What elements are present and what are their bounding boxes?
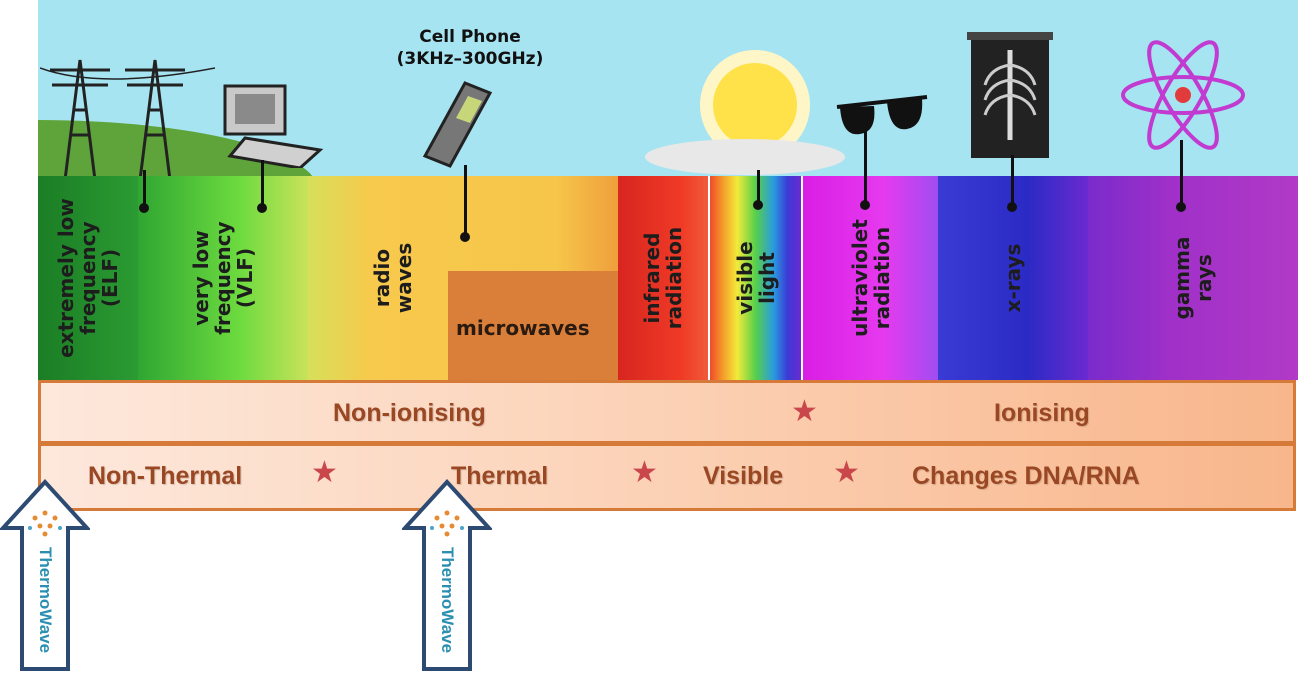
power-tower-icon <box>40 59 215 180</box>
connector-glasses <box>864 130 867 205</box>
star-icon: ★ <box>631 455 658 490</box>
sun-icon <box>645 50 845 175</box>
arrow-shape-icon <box>400 479 494 671</box>
band-label: gamma rays <box>1170 236 1216 320</box>
arrow-shape-icon <box>0 479 92 671</box>
sunglasses-icon <box>836 95 928 135</box>
star-icon: ★ <box>833 455 860 490</box>
band-label: radio waves <box>370 242 416 314</box>
connector-atom <box>1180 140 1183 207</box>
computer-icon <box>223 84 324 168</box>
thermowave-brand: ThermoWave <box>438 546 457 654</box>
band-label: visible light <box>732 241 779 315</box>
connector-computer <box>261 160 264 208</box>
thermowave-arrow-nonthermal: ThermoWave <box>0 478 92 671</box>
band-label: extremely low frequency (ELF) <box>54 198 122 358</box>
connector-dot <box>1176 202 1186 212</box>
connector-phone <box>464 165 467 237</box>
band-label: x-rays <box>1001 243 1025 313</box>
effect-row: Non-Thermal ★ Thermal ★ Visible ★ Change… <box>38 443 1296 511</box>
band-gamma: gamma rays <box>1088 176 1298 380</box>
connector-dot <box>1007 202 1017 212</box>
band-microwaves <box>448 271 618 380</box>
band-label: ultraviolet radiation <box>847 219 894 337</box>
connector-dot <box>753 200 763 210</box>
connector-dot <box>860 200 870 210</box>
connector-sun <box>757 170 760 205</box>
star-icon: ★ <box>311 455 338 490</box>
cell-phone-title: Cell Phone (3KHz–300GHz) <box>396 27 544 69</box>
connector-xray <box>1011 155 1014 207</box>
band-vlf: very low frequency (VLF) <box>138 176 308 380</box>
band-label: infrared radiation <box>640 226 686 330</box>
cell-phone-icon <box>422 81 493 168</box>
band-label: very low frequency (VLF) <box>189 221 257 335</box>
band-label-microwaves: microwaves <box>456 316 590 340</box>
visible-label: Visible <box>703 462 784 490</box>
thermowave-arrow-thermal: ThermoWave <box>400 478 494 671</box>
connector-dot <box>139 203 149 213</box>
connector-tower <box>143 170 146 208</box>
star-icon: ★ <box>791 394 818 429</box>
spectrum: extremely low frequency (ELF) very low f… <box>38 176 1298 380</box>
band-visible: visible light <box>708 176 803 380</box>
connector-dot <box>460 232 470 242</box>
band-infrared: infrared radiation <box>618 176 708 380</box>
atom-icon <box>1121 40 1245 150</box>
non-ionising-label: Non-ionising <box>333 399 486 427</box>
non-thermal-label: Non-Thermal <box>88 462 243 490</box>
ionising-label: Ionising <box>994 399 1090 427</box>
connector-dot <box>257 203 267 213</box>
thermal-label: Thermal <box>451 462 549 490</box>
xray-icon <box>967 32 1053 158</box>
band-elf: extremely low frequency (ELF) <box>38 176 138 380</box>
changes-dna-label: Changes DNA/RNA <box>912 462 1140 490</box>
band-ultraviolet: ultraviolet radiation <box>803 176 938 380</box>
ionisation-row: Non-ionising ★ Ionising <box>38 380 1296 444</box>
thermowave-brand: ThermoWave <box>36 546 55 654</box>
